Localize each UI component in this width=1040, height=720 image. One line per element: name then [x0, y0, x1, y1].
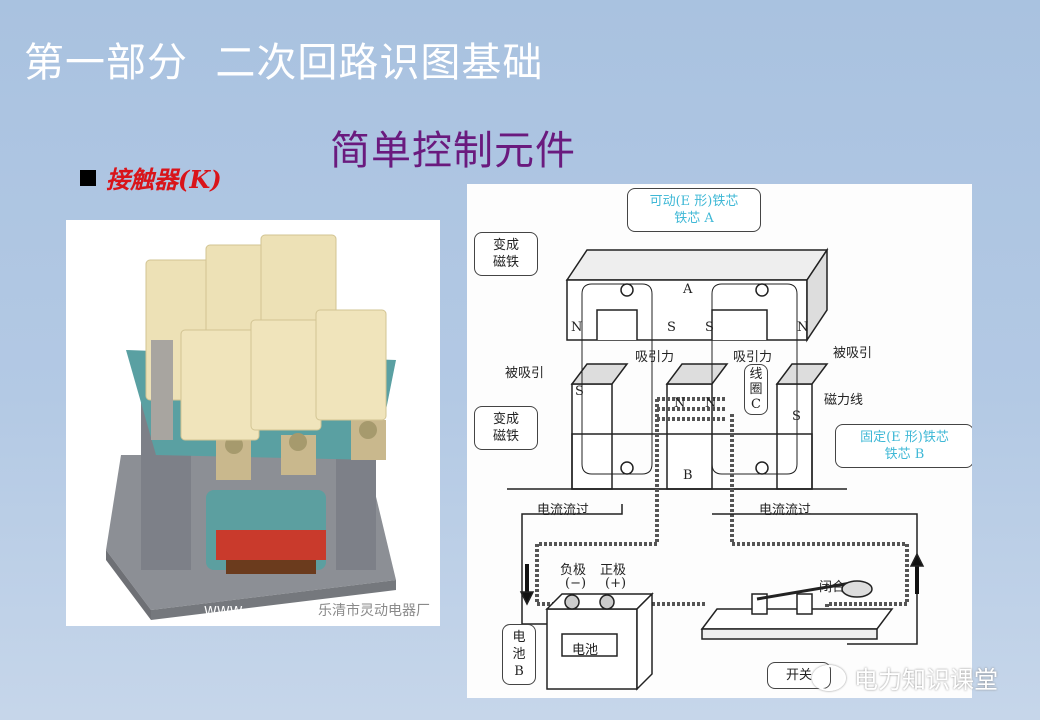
label-coil: 线 圈 C	[744, 364, 768, 415]
slide-title: 第一部分 二次回路识图基础	[24, 40, 544, 86]
label-attracted-right: 被吸引	[833, 346, 873, 361]
label-attracted-left: 被吸引	[505, 366, 545, 381]
bullet-square-icon	[80, 169, 96, 186]
label-core-b: B	[683, 468, 693, 483]
pole-label: N	[705, 396, 717, 411]
label-negative: 负极	[560, 563, 587, 578]
callout-movable-core: 可动(E 形)铁芯 铁芯 A	[627, 188, 761, 232]
watermark-text: 电力知识课堂	[854, 666, 998, 694]
photo-caption: 乐清市灵动电器厂	[318, 603, 430, 619]
callout-become-magnet-bottom: 变成 磁铁	[474, 406, 538, 450]
label-positive: 正极	[600, 563, 627, 578]
contactor-illustration	[106, 234, 396, 620]
label-battery-body: 电池	[572, 643, 599, 658]
callout-battery: 电 池 B	[502, 624, 536, 685]
pole-label: S	[705, 320, 714, 335]
section-title: 简单控制元件	[330, 128, 576, 174]
pole-label: S	[667, 320, 676, 335]
pole-label: N	[797, 320, 809, 335]
bullet-text: 接触器(K)	[106, 165, 222, 194]
callout-become-magnet-top: 变成 磁铁	[474, 232, 538, 276]
label-attraction-force-right: 吸引力	[733, 350, 773, 365]
photo-watermark: WWW	[204, 605, 243, 620]
wechat-icon	[812, 664, 846, 691]
label-closed: 闭合	[819, 580, 846, 595]
label-current-flow-left: 电流流过	[537, 503, 590, 518]
label-core-a: A	[683, 282, 693, 297]
callout-fixed-core: 固定(E 形)铁芯 铁芯 B	[835, 424, 972, 468]
bullet-item: 接触器(K)	[80, 160, 222, 195]
pole-label: S	[792, 409, 801, 424]
pole-label: N	[571, 320, 583, 335]
contactor-photo: WWW 乐清市灵动电器厂	[66, 220, 440, 626]
label-negative-sign: (−)	[565, 576, 587, 591]
pole-label: S	[575, 384, 584, 399]
label-positive-sign: (+)	[605, 576, 627, 591]
label-current-flow-right: 电流流过	[759, 503, 812, 518]
label-attraction-force-left: 吸引力	[635, 350, 675, 365]
electromagnet-diagram	[507, 247, 925, 691]
label-magnetic-lines: 磁力线	[824, 393, 864, 408]
pole-label: N	[674, 396, 686, 411]
watermark: 电力知识课堂	[812, 660, 998, 695]
contactor-principle-diagram: 可动(E 形)铁芯 铁芯 A 变成 磁铁 变成 磁铁 固定(E 形)铁芯 铁芯 …	[467, 184, 972, 698]
